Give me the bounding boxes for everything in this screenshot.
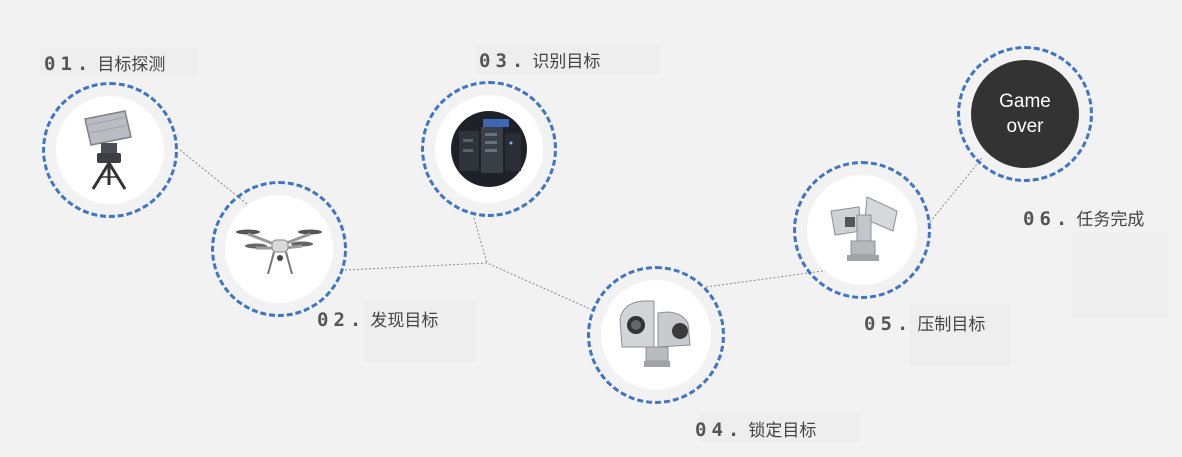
camera-turret-icon	[619, 300, 691, 367]
step-5-number: 05.	[864, 313, 914, 335]
step-6-text: 任务完成	[1076, 210, 1145, 230]
step-4-label: 04. 锁定目标	[695, 416, 816, 441]
step-1-node	[42, 82, 178, 218]
step-1-text: 目标探测	[97, 55, 166, 75]
connector-2-4	[344, 262, 596, 312]
step-5-text: 压制目标	[917, 315, 986, 335]
game-over-disc: Game over	[971, 60, 1079, 168]
step-2-label: 02. 发现目标	[317, 306, 438, 331]
step-3-number: 03.	[479, 50, 529, 72]
step-6-label: 06. 任务完成	[1023, 205, 1144, 230]
game-over-line1: Game	[999, 91, 1051, 112]
step-2-text: 发现目标	[370, 311, 439, 331]
label-plate-4	[700, 412, 860, 442]
step-6-node: Game over	[957, 46, 1093, 182]
game-over-line2: over	[1006, 116, 1044, 137]
step-5-label: 05. 压制目标	[864, 310, 985, 335]
step-3-label: 03. 识别目标	[479, 47, 600, 72]
label-plate-5	[910, 304, 1010, 366]
server-rack-icon	[451, 111, 527, 187]
step-5-node	[793, 161, 931, 299]
step-4-node	[587, 266, 725, 404]
step-4-number: 04.	[695, 419, 745, 441]
label-plate-1	[40, 48, 198, 76]
step-1-number: 01.	[44, 53, 94, 75]
step-2-number: 02.	[317, 309, 367, 331]
step-1-label: 01. 目标探测	[44, 50, 165, 75]
label-plate-6	[1072, 232, 1168, 318]
connector-5-6	[929, 157, 983, 223]
step-3-text: 识别目标	[532, 52, 601, 72]
jammer-icon	[830, 196, 898, 261]
step-4-text: 锁定目标	[748, 421, 817, 441]
step-3-node	[421, 81, 557, 217]
label-plate-2	[364, 300, 476, 362]
drone-icon	[236, 229, 322, 275]
step-6-number: 06.	[1023, 208, 1073, 230]
label-plate-3	[476, 44, 660, 74]
radar-icon	[84, 110, 132, 190]
step-2-node	[211, 181, 347, 317]
connector-3-branch	[473, 217, 488, 264]
